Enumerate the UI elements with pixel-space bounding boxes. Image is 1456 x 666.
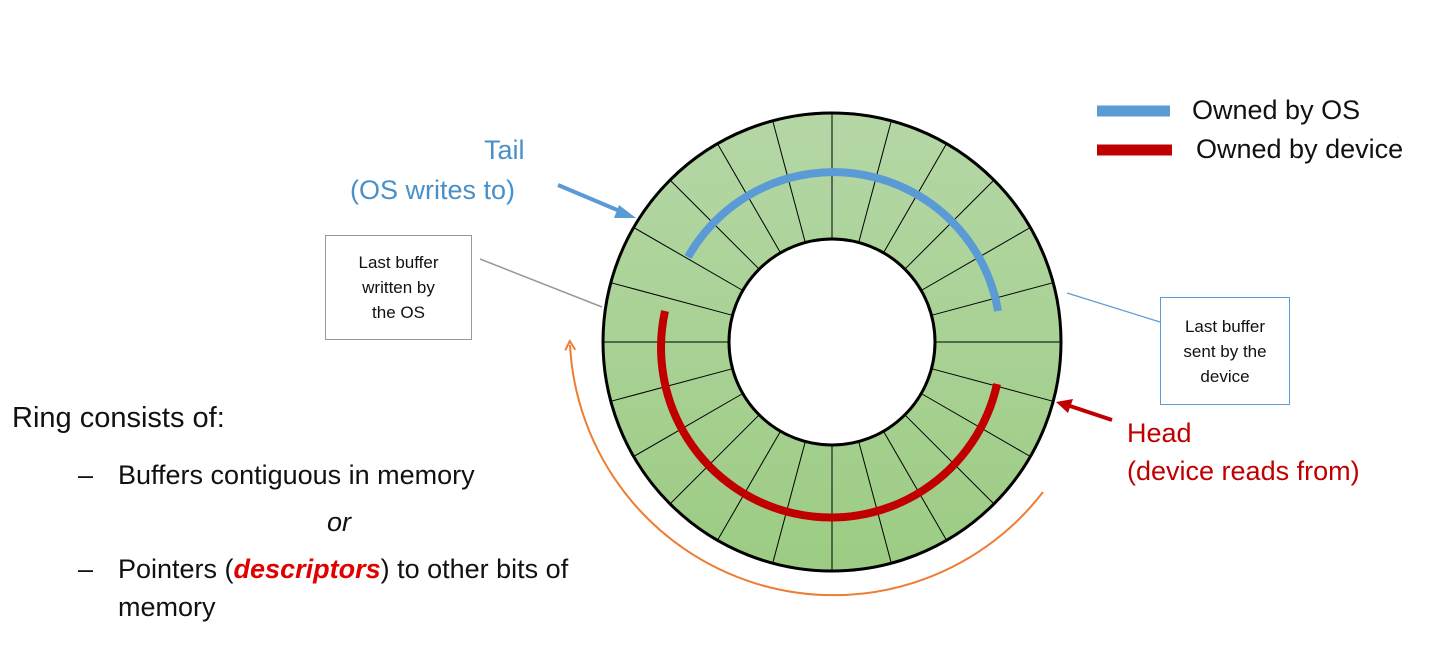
ring-description-heading: Ring consists of:: [12, 402, 225, 434]
head-label: Head (device reads from): [1127, 414, 1360, 490]
callout-os-line: written by: [362, 278, 435, 297]
callout-os-line: the OS: [372, 303, 425, 322]
tail-subtitle: (OS writes to): [350, 175, 516, 205]
bullet-pointers-pre: Pointers (: [118, 554, 234, 584]
ring-inner-border: [727, 237, 937, 447]
bullet-pointers-post: ) to other bits of: [380, 554, 569, 584]
ring-slot-divider: [669, 414, 760, 505]
bullet-dash: –: [78, 554, 94, 584]
tail-title: Tail: [484, 135, 525, 165]
ring-slot-divider: [717, 430, 781, 541]
bullet-pointers-continuation: memory: [118, 592, 216, 622]
ring-slot-divider: [904, 179, 995, 270]
os-owned-arc: [684, 168, 1002, 312]
callout-device-line: sent by the: [1183, 341, 1267, 361]
ring-slot-divider: [883, 430, 947, 541]
callout-last-buffer-os: Last buffer written by the OS: [325, 235, 472, 340]
ring-slot-dividers: [603, 113, 1061, 571]
ring-outer-border: [601, 111, 1063, 573]
callout-os-line: Last buffer: [358, 253, 439, 272]
ring-slot-divider: [858, 441, 892, 564]
bullet-contiguous-buffers: Buffers contiguous in memory: [118, 460, 475, 490]
bullet-dash: –: [78, 460, 94, 490]
tail-label: Tail (OS writes to): [350, 130, 534, 210]
head-title: Head: [1127, 418, 1192, 448]
ring-slot-divider: [610, 368, 733, 402]
ring-slot-divider: [633, 227, 744, 291]
callout-last-buffer-device: Last buffer sent by the device: [1160, 297, 1290, 405]
or-connector: or: [327, 507, 352, 537]
legend-device-label: Owned by device: [1196, 134, 1404, 164]
head-subtitle: (device reads from): [1127, 456, 1360, 486]
ring-slot-divider: [610, 282, 733, 316]
ring-slot-divider: [633, 393, 744, 457]
ring-slot-divider: [920, 393, 1031, 457]
ring-slot-divider: [904, 414, 995, 505]
ring-slot-divider: [883, 143, 947, 254]
bullet-pointers: Pointers (descriptors) to other bits of: [118, 556, 568, 583]
ring-slot-divider: [772, 441, 806, 564]
callout-os-connector: [479, 258, 603, 308]
head-pointer-arrow: [1056, 399, 1113, 422]
tail-pointer-arrow: [557, 183, 636, 218]
rotation-direction-arrow: [570, 345, 1044, 597]
descriptors-term: descriptors: [233, 554, 381, 584]
device-owned-arc: [657, 310, 1001, 522]
callout-device-line: Last buffer: [1184, 316, 1265, 336]
legend-os-label: Owned by OS: [1192, 95, 1361, 125]
ring-slot-divider: [931, 368, 1054, 402]
callout-device-line: device: [1200, 366, 1250, 386]
callout-device-connector: [1066, 292, 1161, 323]
ring-slot-divider: [858, 120, 892, 243]
